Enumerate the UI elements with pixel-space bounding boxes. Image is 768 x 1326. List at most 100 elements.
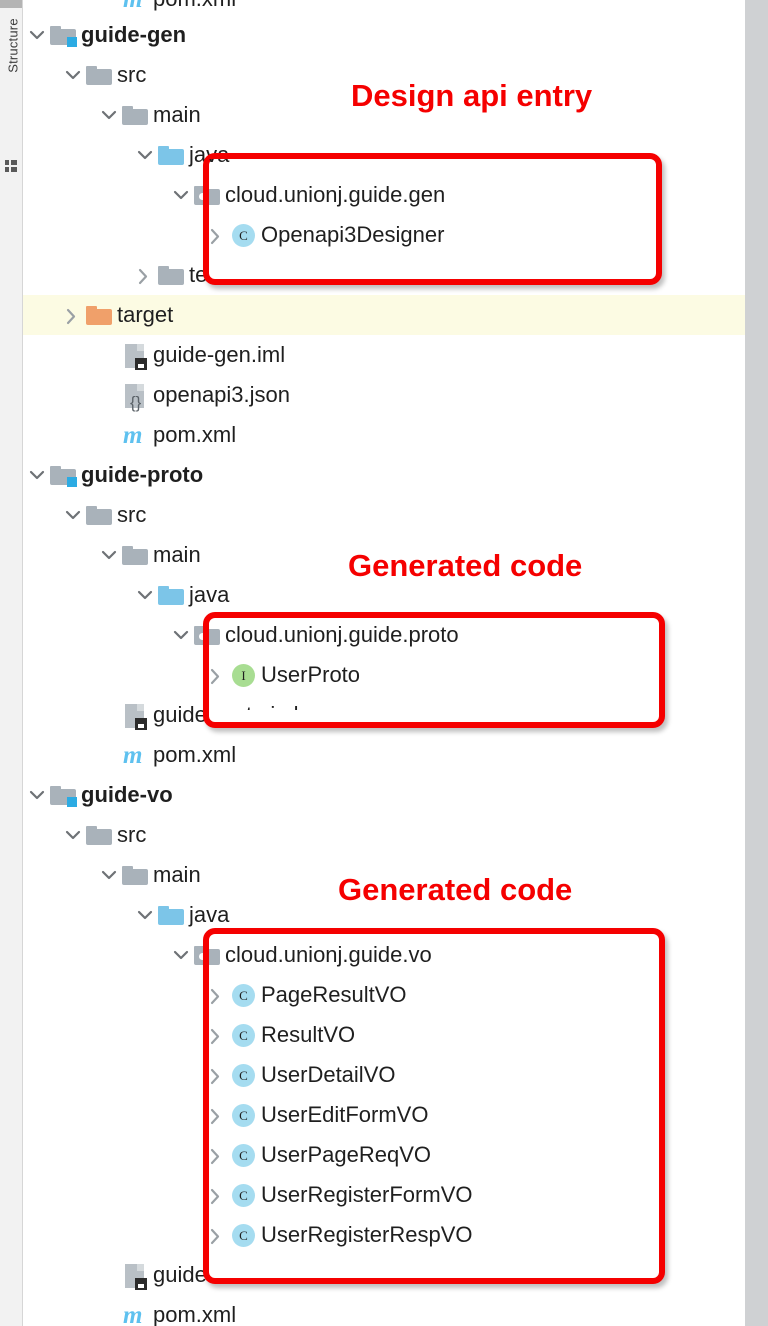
tree-toggle-spacer bbox=[95, 1255, 121, 1295]
tree-row[interactable]: target bbox=[23, 295, 745, 335]
tree-row[interactable]: main bbox=[23, 95, 745, 135]
json-braces-icon: {} bbox=[130, 393, 142, 412]
chevron-down-icon[interactable] bbox=[95, 95, 121, 135]
tree-row[interactable]: guide-proto.iml bbox=[23, 695, 745, 735]
tool-strip-top-divider bbox=[0, 0, 22, 8]
tree-row-label: pom.xml bbox=[153, 422, 237, 447]
tree-row-label: src bbox=[117, 502, 147, 527]
chevron-down-icon[interactable] bbox=[95, 855, 121, 895]
tree-row[interactable]: guide-gen.iml bbox=[23, 335, 745, 375]
tree-row-label: main bbox=[153, 862, 201, 887]
chevron-right-icon[interactable] bbox=[203, 1215, 229, 1255]
chevron-down-icon[interactable] bbox=[23, 775, 49, 815]
tree-row[interactable]: I UserProto bbox=[23, 655, 745, 695]
tree-row[interactable]: src bbox=[23, 815, 745, 855]
tree-row-label: guide-gen.iml bbox=[153, 342, 286, 367]
tree-row[interactable]: guide-vo.iml bbox=[23, 1255, 745, 1295]
chevron-right-icon[interactable] bbox=[203, 215, 229, 255]
chevron-right-icon[interactable] bbox=[203, 1015, 229, 1055]
chevron-right-icon[interactable] bbox=[131, 255, 157, 295]
java-interface-icon: I bbox=[232, 664, 255, 687]
chevron-down-icon[interactable] bbox=[95, 535, 121, 575]
chevron-down-icon[interactable] bbox=[59, 815, 85, 855]
structure-tool-button[interactable]: Structure bbox=[5, 18, 21, 73]
tree-row[interactable]: guide-vo bbox=[23, 775, 745, 815]
package-dot-icon bbox=[199, 633, 206, 640]
chevron-down-icon[interactable] bbox=[59, 495, 85, 535]
tree-row[interactable]: src bbox=[23, 55, 745, 95]
chevron-down-icon[interactable] bbox=[131, 135, 157, 175]
folder-icon bbox=[122, 106, 148, 125]
tree-row-icon bbox=[121, 95, 151, 135]
tree-row-icon bbox=[49, 15, 79, 55]
tree-indent-spacer bbox=[23, 575, 131, 615]
tree-row[interactable]: test bbox=[23, 255, 745, 295]
tree-row-icon: C bbox=[229, 975, 259, 1015]
tree-row[interactable]: guide-gen bbox=[23, 15, 745, 55]
tree-row[interactable]: main bbox=[23, 535, 745, 575]
tree-row-icon: m bbox=[121, 735, 151, 775]
chevron-down-icon[interactable] bbox=[131, 575, 157, 615]
tree-row[interactable]: java bbox=[23, 135, 745, 175]
iml-badge-icon bbox=[135, 358, 147, 370]
chevron-down-icon[interactable] bbox=[23, 455, 49, 495]
tree-row[interactable]: cloud.unionj.guide.proto bbox=[23, 615, 745, 655]
tree-row[interactable]: java bbox=[23, 575, 745, 615]
tree-row-label: Openapi3Designer bbox=[261, 222, 445, 247]
tree-row[interactable]: src bbox=[23, 495, 745, 535]
chevron-right-icon[interactable] bbox=[59, 295, 85, 335]
chevron-right-icon[interactable] bbox=[203, 1135, 229, 1175]
tree-row-label: guide-gen bbox=[81, 22, 187, 47]
tree-row-icon bbox=[49, 775, 79, 815]
package-icon bbox=[194, 186, 220, 205]
tree-row[interactable]: cloud.unionj.guide.vo bbox=[23, 935, 745, 975]
editor-gutter-strip bbox=[745, 0, 768, 1326]
tree-row[interactable]: main bbox=[23, 855, 745, 895]
project-tree[interactable]: mpom.xmlguide-gensrcmainjavacloud.unionj… bbox=[23, 0, 745, 1326]
tree-indent-spacer bbox=[23, 895, 131, 935]
tree-row-label: openapi3.json bbox=[153, 382, 291, 407]
iml-badge-icon bbox=[135, 718, 147, 730]
left-tool-window-strip: Structure bbox=[0, 0, 23, 1326]
chevron-right-icon[interactable] bbox=[203, 975, 229, 1015]
tree-row[interactable]: cloud.unionj.guide.gen bbox=[23, 175, 745, 215]
chevron-right-icon[interactable] bbox=[203, 1175, 229, 1215]
module-badge-icon bbox=[67, 477, 77, 487]
chevron-right-icon[interactable] bbox=[203, 1055, 229, 1095]
chevron-down-icon[interactable] bbox=[59, 55, 85, 95]
tree-indent-spacer bbox=[23, 375, 95, 415]
doc-fold-corner-icon bbox=[137, 384, 144, 391]
chevron-down-icon[interactable] bbox=[167, 615, 193, 655]
tree-toggle-spacer bbox=[95, 1295, 121, 1326]
java-class-icon: C bbox=[232, 1184, 255, 1207]
tree-row-label: src bbox=[117, 62, 147, 87]
chevron-down-icon[interactable] bbox=[167, 175, 193, 215]
chevron-down-icon[interactable] bbox=[167, 935, 193, 975]
tree-row-label: UserProto bbox=[261, 662, 361, 687]
chevron-down-icon[interactable] bbox=[23, 15, 49, 55]
tree-row-icon: C bbox=[229, 1055, 259, 1095]
chevron-right-icon[interactable] bbox=[203, 1095, 229, 1135]
chevron-down-icon[interactable] bbox=[131, 895, 157, 935]
structure-icon[interactable] bbox=[5, 160, 17, 172]
tree-row-label: java bbox=[189, 142, 230, 167]
doc-fold-corner-icon bbox=[137, 704, 144, 711]
chevron-right-icon[interactable] bbox=[203, 655, 229, 695]
tree-row-label: UserPageReqVO bbox=[261, 1142, 431, 1167]
tree-row[interactable]: java bbox=[23, 895, 745, 935]
tree-row[interactable]: {} openapi3.json bbox=[23, 375, 745, 415]
tree-row[interactable]: guide-proto bbox=[23, 455, 745, 495]
tree-toggle-spacer bbox=[95, 415, 121, 455]
